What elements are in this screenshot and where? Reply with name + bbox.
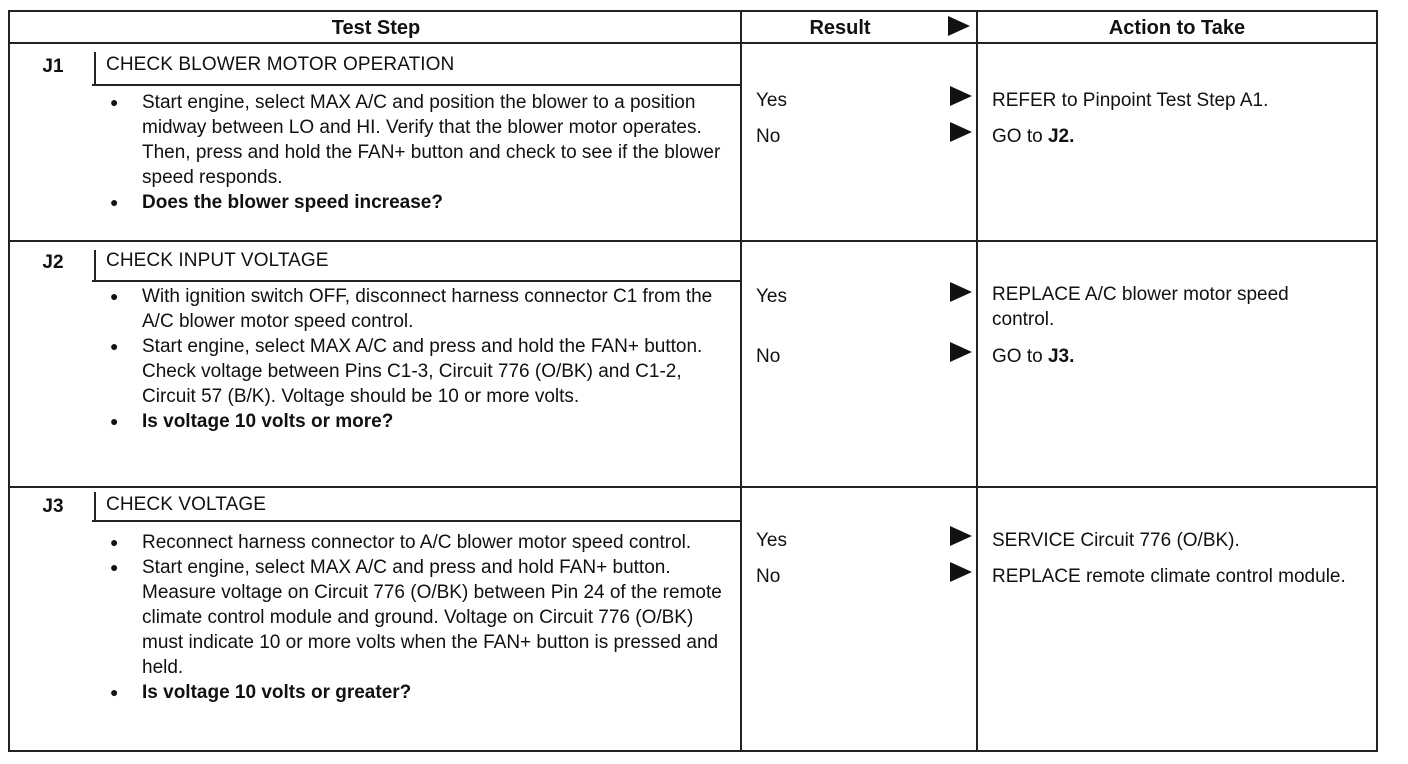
result-yes: Yes (756, 530, 787, 551)
arrow-icon (950, 342, 972, 362)
divider (92, 280, 740, 282)
step-instructions: ● Start engine, select MAX A/C and posit… (106, 90, 736, 215)
instruction-item: ● Reconnect harness connector to A/C blo… (110, 532, 692, 553)
step-id: J1 (42, 56, 64, 77)
result-no: No (756, 126, 781, 147)
header-arrow-icon (948, 16, 970, 36)
bullet-icon: ● (110, 684, 119, 700)
instruction-item: ● Start engine, select MAX A/C and press… (110, 336, 703, 407)
action-text: SERVICE Circuit 776 (O/BK). (992, 530, 1240, 551)
arrow-icon (950, 122, 972, 142)
divider (976, 12, 978, 750)
bullet-icon: ● (110, 288, 119, 304)
bullet-icon: ● (110, 534, 119, 550)
divider (92, 84, 740, 86)
step-instructions: ● Reconnect harness connector to A/C blo… (106, 530, 736, 705)
header-result: Result (809, 17, 871, 39)
action-text: GO to J2. (992, 126, 1075, 147)
step-title: CHECK VOLTAGE (106, 494, 267, 515)
divider (92, 520, 740, 522)
divider (94, 250, 96, 280)
arrow-icon (950, 282, 972, 302)
arrow-icon (950, 526, 972, 546)
divider (10, 42, 1376, 44)
instruction-item: ● With ignition switch OFF, disconnect h… (110, 286, 713, 332)
test-step-table: Test Step Result Action to Take J1 CHECK… (8, 10, 1378, 752)
step-instructions: ● With ignition switch OFF, disconnect h… (106, 284, 736, 434)
instruction-item: ● Start engine, select MAX A/C and press… (110, 557, 722, 678)
result-no: No (756, 346, 781, 367)
header-action: Action to Take (1108, 17, 1246, 39)
bullet-icon: ● (110, 94, 119, 110)
instruction-question: ● Is voltage 10 volts or greater? (110, 682, 412, 703)
step-title: CHECK BLOWER MOTOR OPERATION (106, 54, 455, 75)
arrow-icon (950, 86, 972, 106)
divider (94, 492, 96, 520)
step-id: J3 (42, 496, 64, 517)
arrow-icon (950, 562, 972, 582)
instruction-question: ● Is voltage 10 volts or more? (110, 411, 394, 432)
divider (10, 486, 1376, 488)
divider (10, 240, 1376, 242)
result-yes: Yes (756, 286, 787, 307)
bullet-icon: ● (110, 194, 119, 210)
instruction-question: ● Does the blower speed increase? (110, 192, 443, 213)
action-text: GO to J3. (992, 346, 1075, 367)
action-text: REPLACE remote climate control module. (992, 566, 1346, 587)
step-title: CHECK INPUT VOLTAGE (106, 250, 329, 271)
action-text: REFER to Pinpoint Test Step A1. (992, 90, 1269, 111)
bullet-icon: ● (110, 338, 119, 354)
instruction-item: ● Start engine, select MAX A/C and posit… (110, 92, 721, 188)
result-yes: Yes (756, 90, 787, 111)
bullet-icon: ● (110, 559, 119, 575)
action-text: REPLACE A/C blower motor speed control. (992, 284, 1289, 330)
divider (740, 12, 742, 750)
divider (94, 52, 96, 84)
header-test-step: Test Step (331, 17, 421, 39)
bullet-icon: ● (110, 413, 119, 429)
step-id: J2 (42, 252, 64, 273)
result-no: No (756, 566, 781, 587)
